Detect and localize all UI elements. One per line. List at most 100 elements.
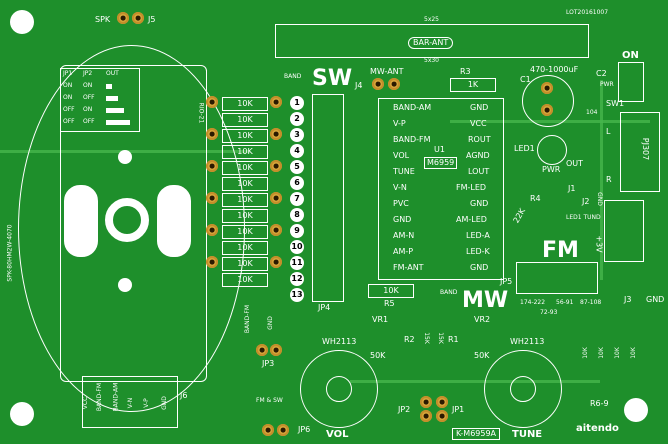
ladder-number: 5 [290, 160, 304, 174]
r6-9-label: R6-9 [590, 399, 609, 408]
jp5-label: JP5 [500, 277, 513, 286]
ladder-pad[interactable] [270, 256, 282, 268]
ladder-resistor: 10K [222, 145, 268, 159]
j2-terminal[interactable] [604, 200, 644, 262]
ladder-number: 7 [290, 192, 304, 206]
ladder-number: 2 [290, 112, 304, 126]
tune-label: TUNE [512, 429, 543, 440]
tune-knob-inner [510, 376, 536, 402]
c1-pad-1[interactable] [541, 82, 553, 94]
ladder-pad[interactable] [206, 128, 218, 140]
jp3-label: JP3 [262, 359, 275, 368]
j6-label: J6 [180, 391, 188, 400]
ladder-resistor: 10K [222, 209, 268, 223]
u1-right-pin: VCC [470, 119, 487, 128]
mw-logo: MW [462, 288, 509, 313]
u1-right-pin: ROUT [468, 135, 491, 144]
u1-left-pin: V-N [393, 183, 407, 192]
ladder-number: 6 [290, 176, 304, 190]
led1-tund-label: LED1 TUND [566, 214, 601, 221]
j6-header [82, 376, 178, 428]
size-5x25: 5x25 [424, 16, 440, 23]
j6-pin: V-N [127, 397, 135, 409]
u1-left-pin: V-P [393, 119, 406, 128]
speaker-hole-top [118, 150, 132, 164]
ladder-pad[interactable] [270, 192, 282, 204]
r2-val: 15K [422, 332, 430, 344]
range-72-93: 72-93 [540, 309, 558, 316]
c1-pad-2[interactable] [541, 104, 553, 116]
ladder-pad[interactable] [206, 224, 218, 236]
u1-left-pin: GND [393, 215, 412, 224]
c1-outline [522, 75, 574, 127]
mw-ant-pad-2[interactable] [388, 78, 400, 90]
ladder-pad[interactable] [270, 160, 282, 172]
jp-row-0-c0: ON [63, 82, 73, 89]
jp-pad[interactable] [436, 396, 448, 408]
r-label: R [606, 175, 612, 184]
gnd-j3: GND [646, 295, 665, 304]
ladder-number: 12 [290, 272, 304, 286]
jp-row-3-c1: OFF [83, 118, 95, 125]
vol-label: VOL [326, 429, 349, 440]
jp-header-2: OUT [106, 70, 119, 77]
ladder-number: 13 [290, 288, 304, 302]
jp-pad[interactable] [420, 396, 432, 408]
jp-pad[interactable] [420, 410, 432, 422]
r1-label: R1 [448, 335, 459, 344]
spk-pad-2[interactable] [132, 12, 144, 24]
ladder-pad[interactable] [206, 160, 218, 172]
jp-header-1: JP2 [83, 70, 93, 77]
tune-knob[interactable] [484, 350, 562, 428]
j4-label: J4 [355, 81, 363, 90]
speaker-bracket [60, 65, 207, 382]
jp6-pad-2[interactable] [277, 424, 289, 436]
pj307-jack [620, 112, 660, 192]
u1-label: U1 [434, 145, 445, 154]
ladder-pad[interactable] [206, 96, 218, 108]
k50-2: 50K [474, 351, 490, 360]
plus3v-label: +3V [594, 235, 604, 253]
wh2113-2: WH2113 [510, 337, 545, 346]
spk-label: SPK [95, 15, 111, 24]
l-label: L [606, 127, 611, 136]
ladder-pad[interactable] [270, 224, 282, 236]
band-label-top: BAND [284, 73, 302, 80]
gnd-jp3: GND [266, 316, 274, 330]
r3-resistor: 1K [450, 78, 496, 92]
j6-pin: BAND-AM [112, 382, 120, 412]
ladder-pad[interactable] [206, 256, 218, 268]
r5-label: R5 [384, 299, 395, 308]
j6-pin: VCC [82, 396, 90, 410]
out-label: OUT [566, 159, 584, 168]
jp-pad[interactable] [436, 410, 448, 422]
jp-table: JP1 JP2 OUT ON ON ON OFF OFF ON OFF OFF [60, 68, 140, 132]
jp4-header [312, 94, 344, 302]
bar-ant-outline [275, 24, 589, 58]
jp-row-2-c0: OFF [63, 106, 75, 113]
jp-row-2-c1: ON [83, 106, 93, 113]
jp3-pad-2[interactable] [270, 344, 282, 356]
r4-label: R4 [530, 194, 541, 203]
ladder-pad[interactable] [270, 96, 282, 108]
sw-logo: SW [312, 66, 353, 91]
gnd-j2: GND [595, 192, 603, 206]
out-bar-3 [106, 108, 124, 113]
out-bar-1 [106, 84, 112, 89]
mw-ant-pad-1[interactable] [372, 78, 384, 90]
mounting-hole-bottom-left [10, 402, 34, 426]
ladder-pad[interactable] [206, 192, 218, 204]
on-label: ON [622, 50, 639, 61]
jp3-pad-1[interactable] [256, 344, 268, 356]
ladder-resistor: 10K [222, 97, 268, 111]
jp6-pad-1[interactable] [262, 424, 274, 436]
u1-right-pin: LED-K [466, 247, 490, 256]
spk-pad-1[interactable] [117, 12, 129, 24]
ladder-pad[interactable] [270, 128, 282, 140]
bar-ant-label: BAR-ANT [408, 37, 454, 49]
ladder-number: 10 [290, 240, 304, 254]
power-switch[interactable] [618, 62, 644, 102]
jp-row-3-c0: OFF [63, 118, 75, 125]
c104-label: 104 [586, 109, 598, 116]
vol-knob[interactable] [300, 350, 378, 428]
